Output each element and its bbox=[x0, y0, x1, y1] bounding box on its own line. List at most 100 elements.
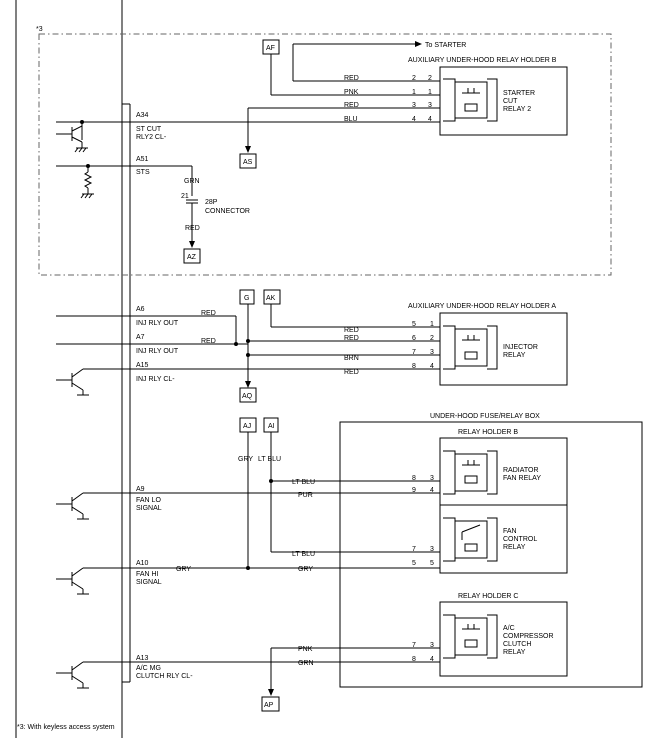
svg-text:7: 7 bbox=[412, 642, 416, 649]
svg-text:RED: RED bbox=[344, 327, 359, 334]
svg-text:INJ RLY OUT: INJ RLY OUT bbox=[136, 320, 179, 327]
svg-text:FAN LO: FAN LO bbox=[136, 497, 161, 504]
svg-text:8: 8 bbox=[412, 363, 416, 370]
svg-text:BRN: BRN bbox=[344, 355, 359, 362]
relay-holder-c-box bbox=[439, 601, 568, 677]
svg-text:BLU: BLU bbox=[344, 116, 358, 123]
ac-clutch-relay-symbol bbox=[443, 614, 498, 659]
svg-text:RED: RED bbox=[344, 335, 359, 342]
svg-text:5: 5 bbox=[412, 560, 416, 567]
svg-text:2: 2 bbox=[428, 75, 432, 82]
svg-text:8: 8 bbox=[412, 475, 416, 482]
svg-text:PNK: PNK bbox=[298, 646, 313, 653]
transistor-a9 bbox=[56, 492, 131, 520]
svg-text:A34: A34 bbox=[136, 112, 149, 119]
svg-text:SIGNAL: SIGNAL bbox=[136, 579, 162, 586]
svg-text:4: 4 bbox=[430, 363, 434, 370]
svg-text:RED: RED bbox=[344, 75, 359, 82]
svg-text:CONNECTOR: CONNECTOR bbox=[205, 208, 250, 215]
svg-text:PUR: PUR bbox=[298, 492, 313, 499]
footnote: *3: With keyless access system bbox=[17, 724, 115, 731]
fan-control-relay-symbol bbox=[443, 517, 498, 562]
svg-text:21: 21 bbox=[181, 193, 189, 200]
svg-text:AZ: AZ bbox=[187, 254, 197, 261]
svg-text:4: 4 bbox=[430, 656, 434, 663]
link-aj: AJ bbox=[239, 417, 257, 568]
svg-text:A10: A10 bbox=[136, 560, 149, 567]
svg-text:7: 7 bbox=[412, 546, 416, 553]
svg-text:RLY2 CL-: RLY2 CL- bbox=[136, 134, 167, 141]
svg-text:A6: A6 bbox=[136, 306, 145, 313]
svg-text:3: 3 bbox=[430, 546, 434, 553]
starter-relay-label-3: RELAY 2 bbox=[503, 106, 531, 113]
radiator-fan-relay-symbol bbox=[443, 450, 498, 495]
transistor-a10 bbox=[56, 567, 131, 595]
svg-text:A51: A51 bbox=[136, 156, 149, 163]
note-ref-3: *3 bbox=[36, 26, 43, 33]
to-starter-arrow: To STARTER bbox=[293, 41, 466, 49]
svg-text:AJ: AJ bbox=[243, 423, 251, 430]
svg-text:RED: RED bbox=[185, 225, 200, 232]
relay-holder-a-box bbox=[439, 312, 568, 386]
svg-text:AP: AP bbox=[264, 702, 274, 709]
svg-text:INJ RLY OUT: INJ RLY OUT bbox=[136, 348, 179, 355]
svg-text:4: 4 bbox=[430, 487, 434, 494]
link-as: AS bbox=[239, 108, 257, 169]
fan-ctrl-label-1: FAN bbox=[503, 528, 517, 535]
svg-text:GRY: GRY bbox=[176, 566, 191, 573]
keyless-system-box bbox=[38, 33, 612, 276]
transistor-a15 bbox=[56, 368, 131, 396]
svg-text:INJ RLY CL-: INJ RLY CL- bbox=[136, 376, 175, 383]
svg-text:RED: RED bbox=[344, 102, 359, 109]
transistor-a13 bbox=[56, 661, 131, 689]
svg-text:1: 1 bbox=[430, 321, 434, 328]
svg-text:GRY: GRY bbox=[298, 566, 313, 573]
svg-text:3: 3 bbox=[428, 102, 432, 109]
fuse-box-outline bbox=[339, 421, 643, 688]
svg-text:8: 8 bbox=[412, 656, 416, 663]
svg-text:9: 9 bbox=[412, 487, 416, 494]
svg-text:GRN: GRN bbox=[298, 660, 314, 667]
svg-text:3: 3 bbox=[412, 102, 416, 109]
svg-text:To STARTER: To STARTER bbox=[425, 42, 466, 49]
relay-holder-b2-title: RELAY HOLDER B bbox=[458, 429, 518, 436]
starter-cut-relay-symbol bbox=[443, 78, 498, 122]
transistor-a34 bbox=[56, 120, 131, 153]
injector-relay-label-2: RELAY bbox=[503, 352, 526, 359]
fan-ctrl-label-3: RELAY bbox=[503, 544, 526, 551]
svg-text:FAN HI: FAN HI bbox=[136, 571, 159, 578]
svg-text:1: 1 bbox=[428, 89, 432, 96]
relay-holder-b-box bbox=[439, 66, 568, 136]
svg-text:RED: RED bbox=[344, 369, 359, 376]
ac-label-2: COMPRESSOR bbox=[503, 633, 554, 640]
starter-relay-label-2: CUT bbox=[503, 98, 518, 105]
link-ak: AK bbox=[263, 289, 281, 327]
svg-text:LT BLU: LT BLU bbox=[258, 456, 281, 463]
injector-relay-label-1: INJECTOR bbox=[503, 344, 538, 351]
ac-label-1: A/C bbox=[503, 625, 515, 632]
svg-text:AK: AK bbox=[266, 295, 276, 302]
pin-a51: A51 STS bbox=[56, 156, 150, 199]
wires-holder-b: RED PNK RED BLU 2 2 1 1 3 3 4 4 bbox=[131, 75, 440, 123]
svg-text:GRN: GRN bbox=[184, 178, 200, 185]
fan-wires: LT BLU PUR LT BLU GRY GRY 8 3 9 4 7 3 5 … bbox=[131, 475, 440, 573]
svg-text:A15: A15 bbox=[136, 362, 149, 369]
svg-text:A/C MG: A/C MG bbox=[136, 665, 161, 672]
relay-holder-b-title: AUXILIARY UNDER-HOOD RELAY HOLDER B bbox=[408, 57, 557, 64]
svg-text:7: 7 bbox=[412, 349, 416, 356]
svg-text:4: 4 bbox=[428, 116, 432, 123]
radiator-label-2: FAN RELAY bbox=[503, 475, 541, 482]
svg-text:G: G bbox=[244, 295, 249, 302]
svg-text:3: 3 bbox=[430, 349, 434, 356]
pins-a9-a10: A9 FAN LO SIGNAL A10 FAN HI SIGNAL bbox=[136, 486, 162, 586]
svg-text:3: 3 bbox=[430, 475, 434, 482]
pin-a13: A13 A/C MG CLUTCH RLY CL- PNK GRN 7 3 8 … bbox=[131, 642, 440, 690]
svg-text:LT BLU: LT BLU bbox=[292, 551, 315, 558]
link-af: AF bbox=[262, 39, 280, 95]
injector-relay-symbol bbox=[443, 325, 498, 370]
svg-text:CLUTCH RLY CL-: CLUTCH RLY CL- bbox=[136, 673, 193, 680]
radiator-label-1: RADIATOR bbox=[503, 467, 539, 474]
svg-text:STS: STS bbox=[136, 169, 150, 176]
svg-text:6: 6 bbox=[412, 335, 416, 342]
